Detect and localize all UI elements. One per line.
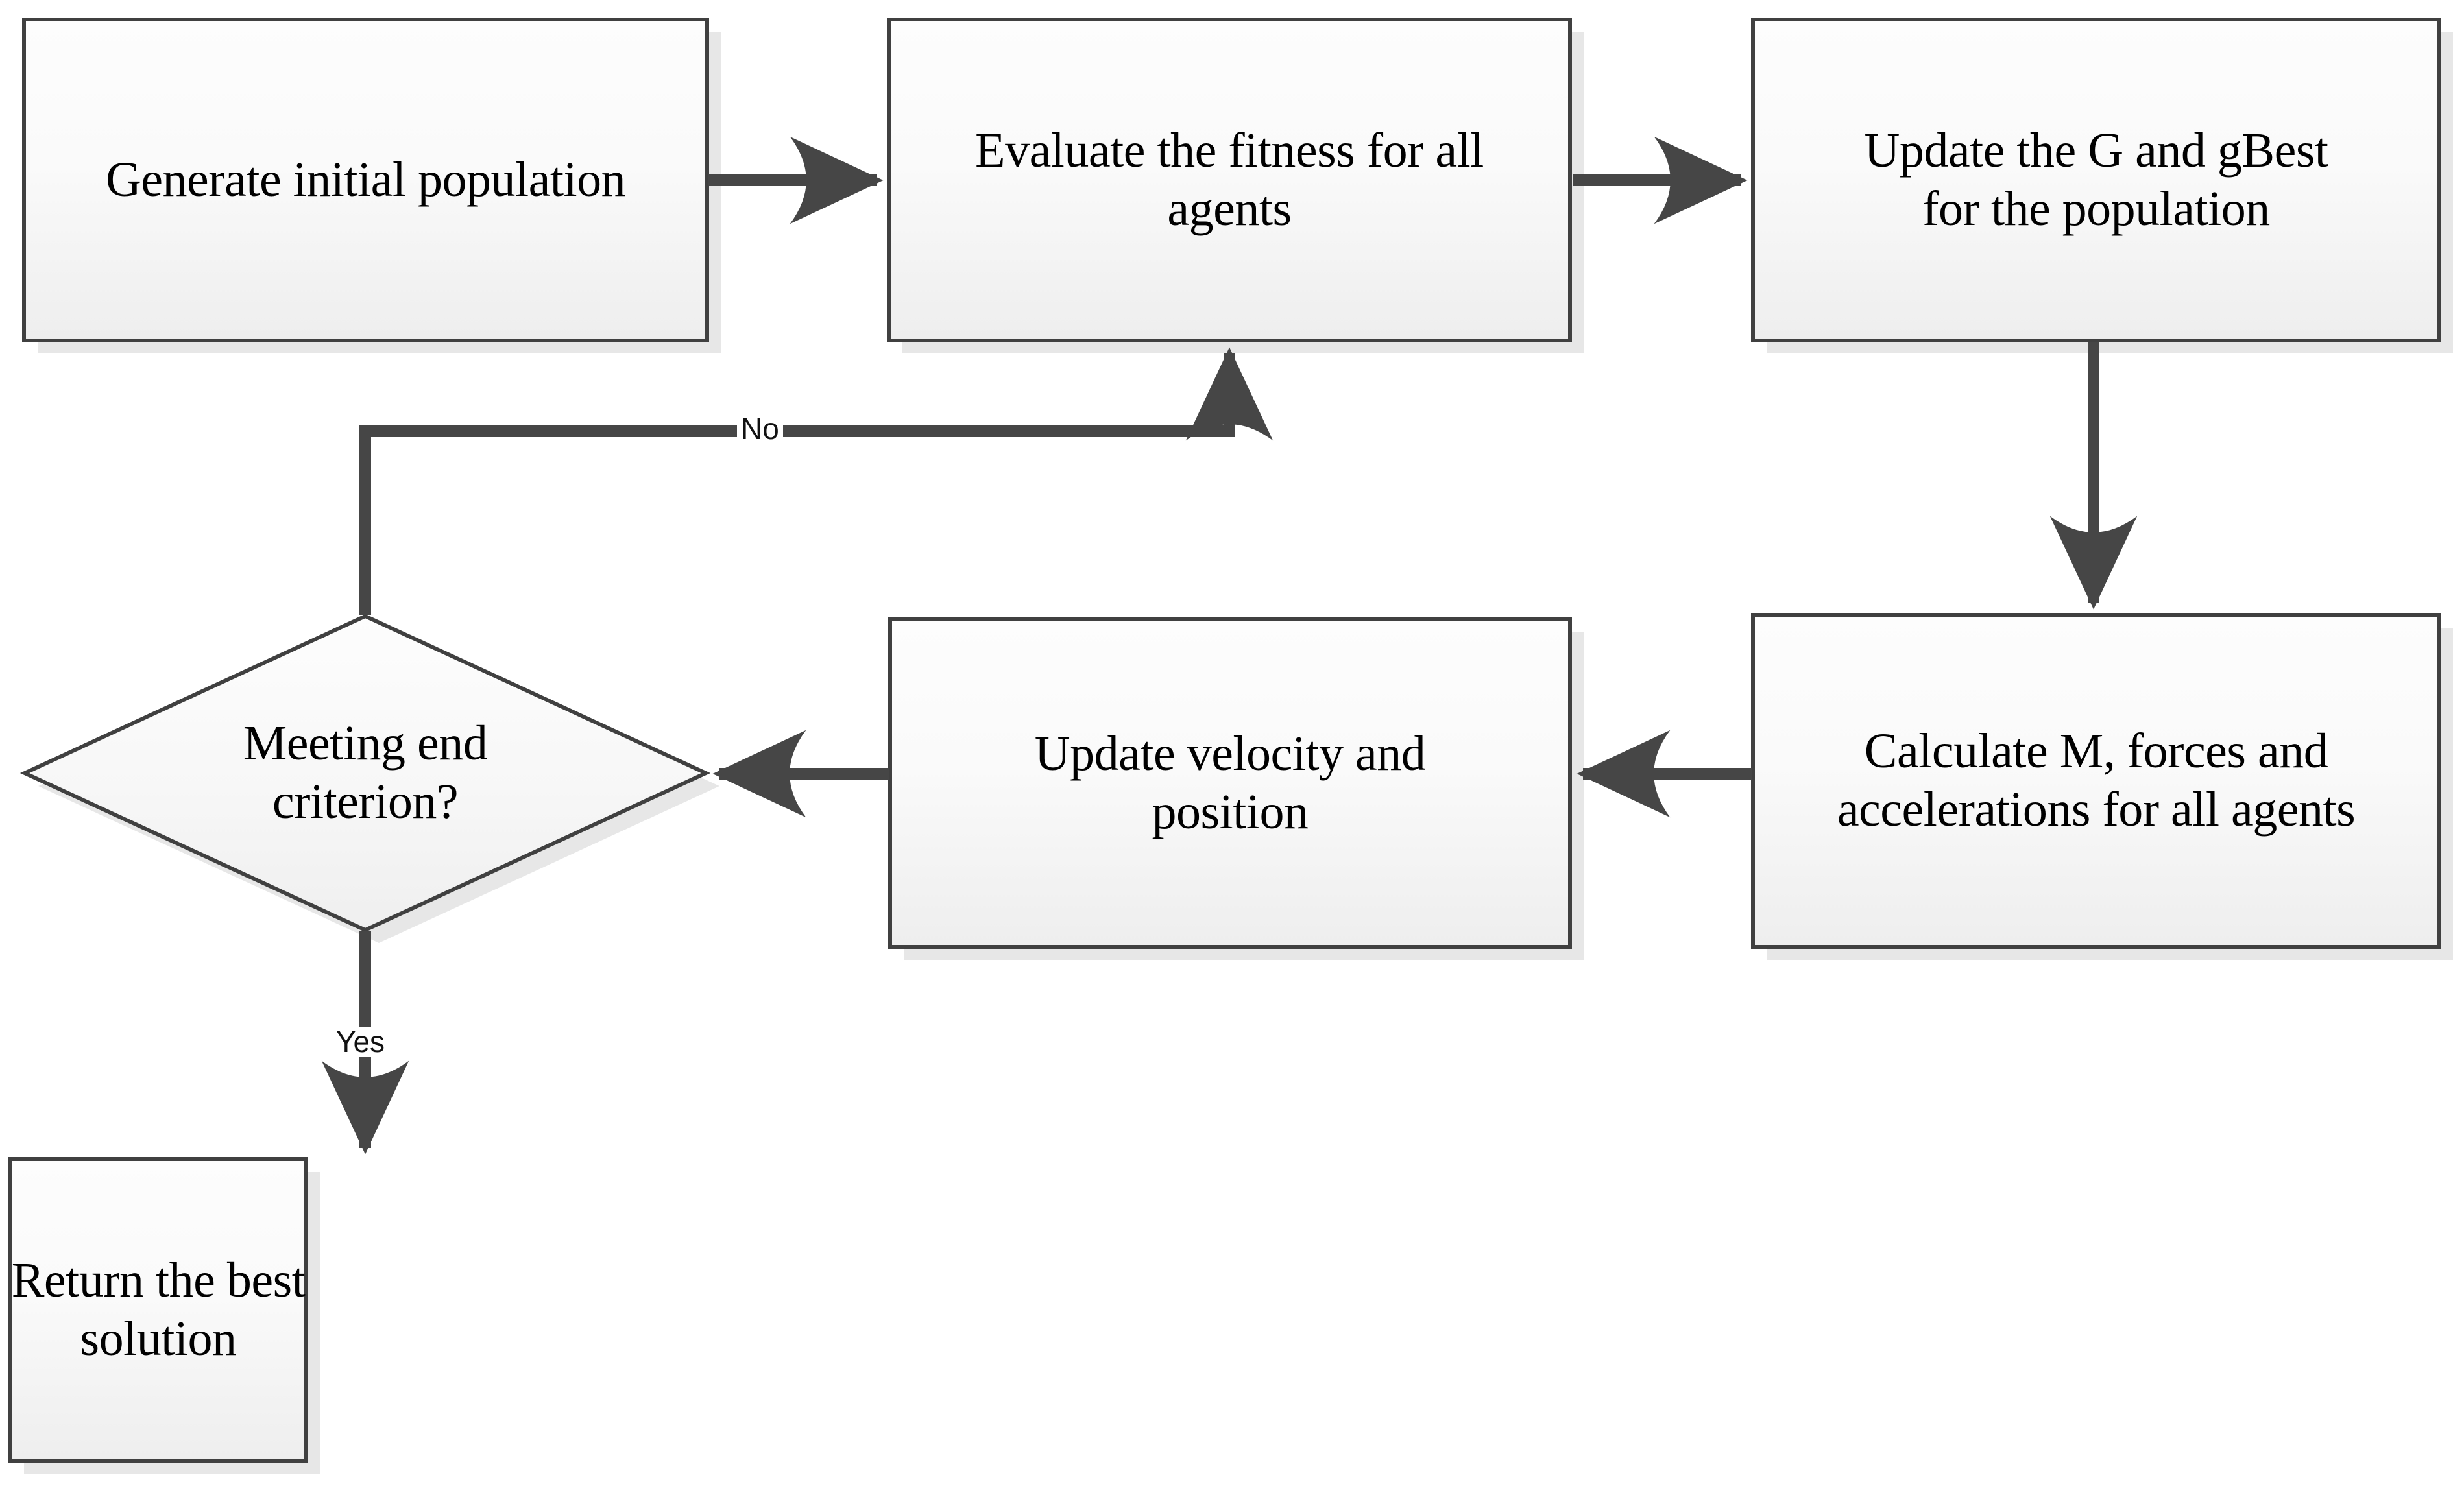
hit-return-best-solution[interactable] — [10, 1159, 306, 1461]
node-return-best-solution[interactable] — [8, 1157, 308, 1463]
hit-update-g-gbest[interactable] — [1753, 19, 2439, 341]
hit-calculate-m-forces[interactable] — [1753, 615, 2439, 947]
node-update-g-gbest[interactable] — [1751, 18, 2441, 342]
edge-label-no: No — [737, 414, 783, 444]
edge-decision-no-to-evaluate — [359, 347, 1274, 615]
node-update-velocity-position[interactable] — [888, 617, 1572, 949]
node-generate-initial-population[interactable] — [22, 18, 709, 342]
hit-generate-initial-population[interactable] — [24, 19, 707, 341]
connectors — [321, 136, 2138, 1154]
edge-label-yes: Yes — [332, 1027, 389, 1057]
hit-evaluate-fitness[interactable] — [889, 19, 1570, 341]
node-calculate-m-forces[interactable] — [1751, 613, 2441, 949]
hit-update-velocity-position[interactable] — [890, 619, 1570, 947]
node-evaluate-fitness[interactable] — [887, 18, 1572, 342]
node-meeting-end-criterion[interactable] — [19, 614, 711, 933]
